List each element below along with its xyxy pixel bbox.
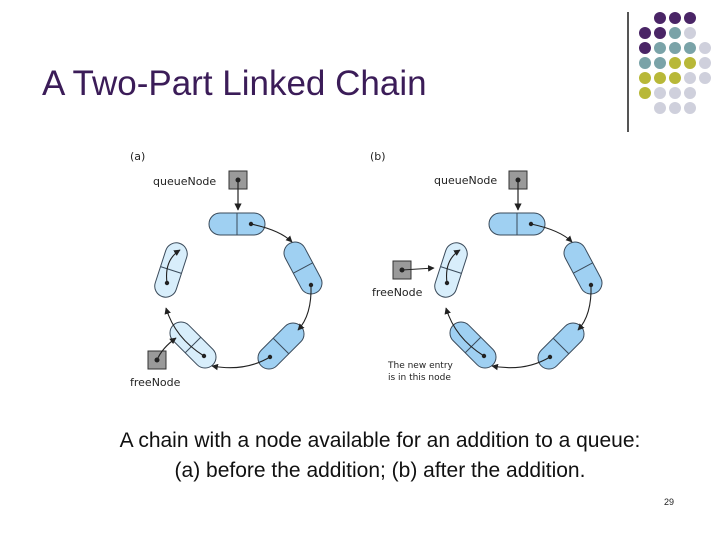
decor-dot bbox=[684, 27, 696, 39]
decor-dot bbox=[654, 57, 666, 69]
panel-a-free-node-label: freeNode bbox=[130, 376, 181, 389]
chain-node-free bbox=[152, 240, 190, 300]
decor-dot bbox=[699, 72, 711, 84]
decor-dot bbox=[684, 102, 696, 114]
decor-dot bbox=[684, 57, 696, 69]
caption-line-2: (a) before the addition; (b) after the a… bbox=[60, 456, 700, 486]
decor-dot bbox=[669, 12, 681, 24]
chain-node-free bbox=[432, 240, 470, 300]
decor-dot bbox=[639, 57, 651, 69]
new-entry-note-line1: The new entry bbox=[387, 361, 454, 371]
decor-dot bbox=[684, 42, 696, 54]
panel-a-queue-node-label: queueNode bbox=[153, 175, 216, 188]
panel-b: (b) queueNode bbox=[370, 150, 606, 383]
panel-a: (a) queueNode bbox=[130, 150, 326, 389]
decor-dot bbox=[684, 12, 696, 24]
decorative-dot-grid bbox=[637, 10, 717, 120]
decor-dot bbox=[654, 27, 666, 39]
chain-node bbox=[209, 213, 265, 235]
decor-dot bbox=[654, 42, 666, 54]
panel-b-label: (b) bbox=[370, 150, 386, 163]
panel-b-queue-node-label: queueNode bbox=[434, 174, 497, 187]
decor-dot bbox=[669, 27, 681, 39]
caption-line-1: A chain with a node available for an add… bbox=[60, 426, 700, 456]
decor-dot bbox=[669, 87, 681, 99]
title-divider bbox=[627, 12, 629, 132]
decor-dot bbox=[669, 102, 681, 114]
decor-dot bbox=[699, 57, 711, 69]
linked-chain-diagram: (a) queueNode bbox=[120, 140, 620, 400]
panel-b-free-node-label: freeNode bbox=[372, 286, 423, 299]
chain-node bbox=[560, 238, 606, 298]
chain-node bbox=[280, 238, 326, 298]
decor-dot bbox=[639, 42, 651, 54]
decor-dot bbox=[654, 12, 666, 24]
decor-dot bbox=[669, 72, 681, 84]
panel-a-label: (a) bbox=[130, 150, 145, 163]
decor-dot bbox=[639, 72, 651, 84]
decor-dot bbox=[654, 72, 666, 84]
decor-dot bbox=[669, 57, 681, 69]
decor-dot bbox=[654, 102, 666, 114]
decor-dot bbox=[639, 27, 651, 39]
decor-dot bbox=[699, 42, 711, 54]
decor-dot bbox=[684, 72, 696, 84]
slide-title: A Two-Part Linked Chain bbox=[42, 64, 427, 104]
decor-dot bbox=[669, 42, 681, 54]
slide-caption: A chain with a node available for an add… bbox=[60, 426, 700, 486]
page-number: 29 bbox=[664, 497, 674, 507]
decor-dot bbox=[684, 87, 696, 99]
decor-dot bbox=[654, 87, 666, 99]
chain-node bbox=[489, 213, 545, 235]
new-entry-note-line2: is in this node bbox=[388, 373, 451, 383]
decor-dot bbox=[639, 87, 651, 99]
